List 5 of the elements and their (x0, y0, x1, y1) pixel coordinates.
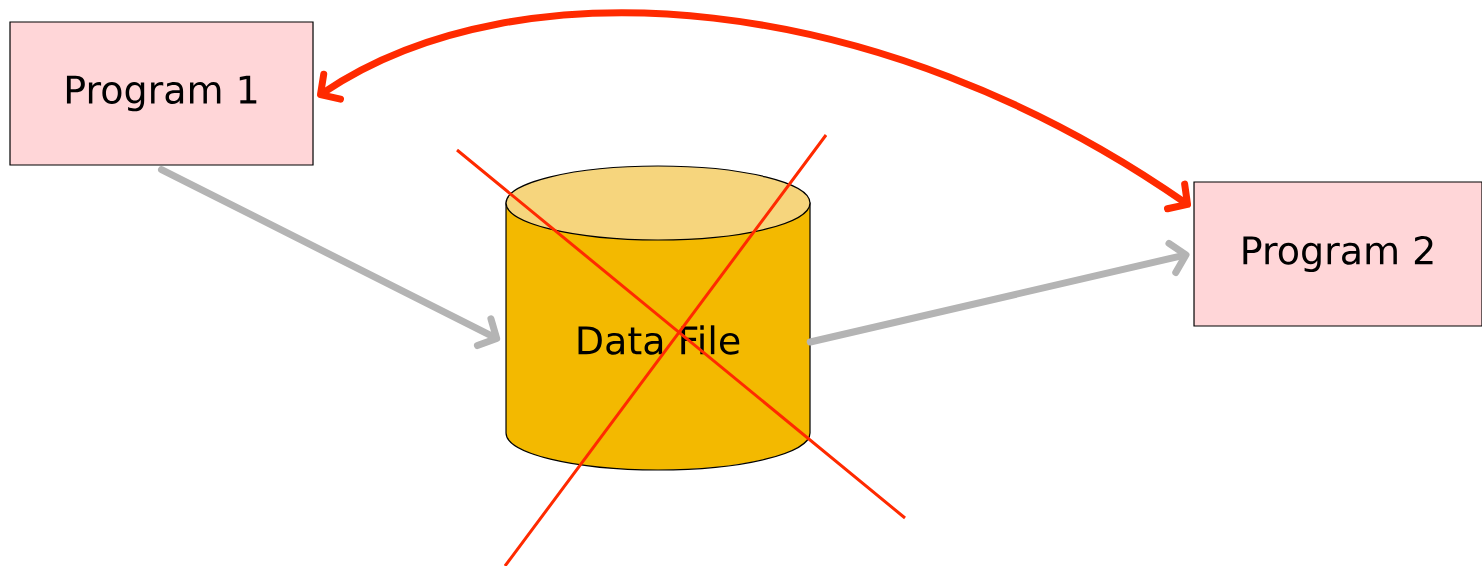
arrow (317, 9, 1192, 213)
arrow (806, 239, 1190, 346)
program-box: Program 1 (9, 21, 314, 166)
program-box: Program 2 (1193, 181, 1482, 327)
arrow (158, 166, 501, 350)
